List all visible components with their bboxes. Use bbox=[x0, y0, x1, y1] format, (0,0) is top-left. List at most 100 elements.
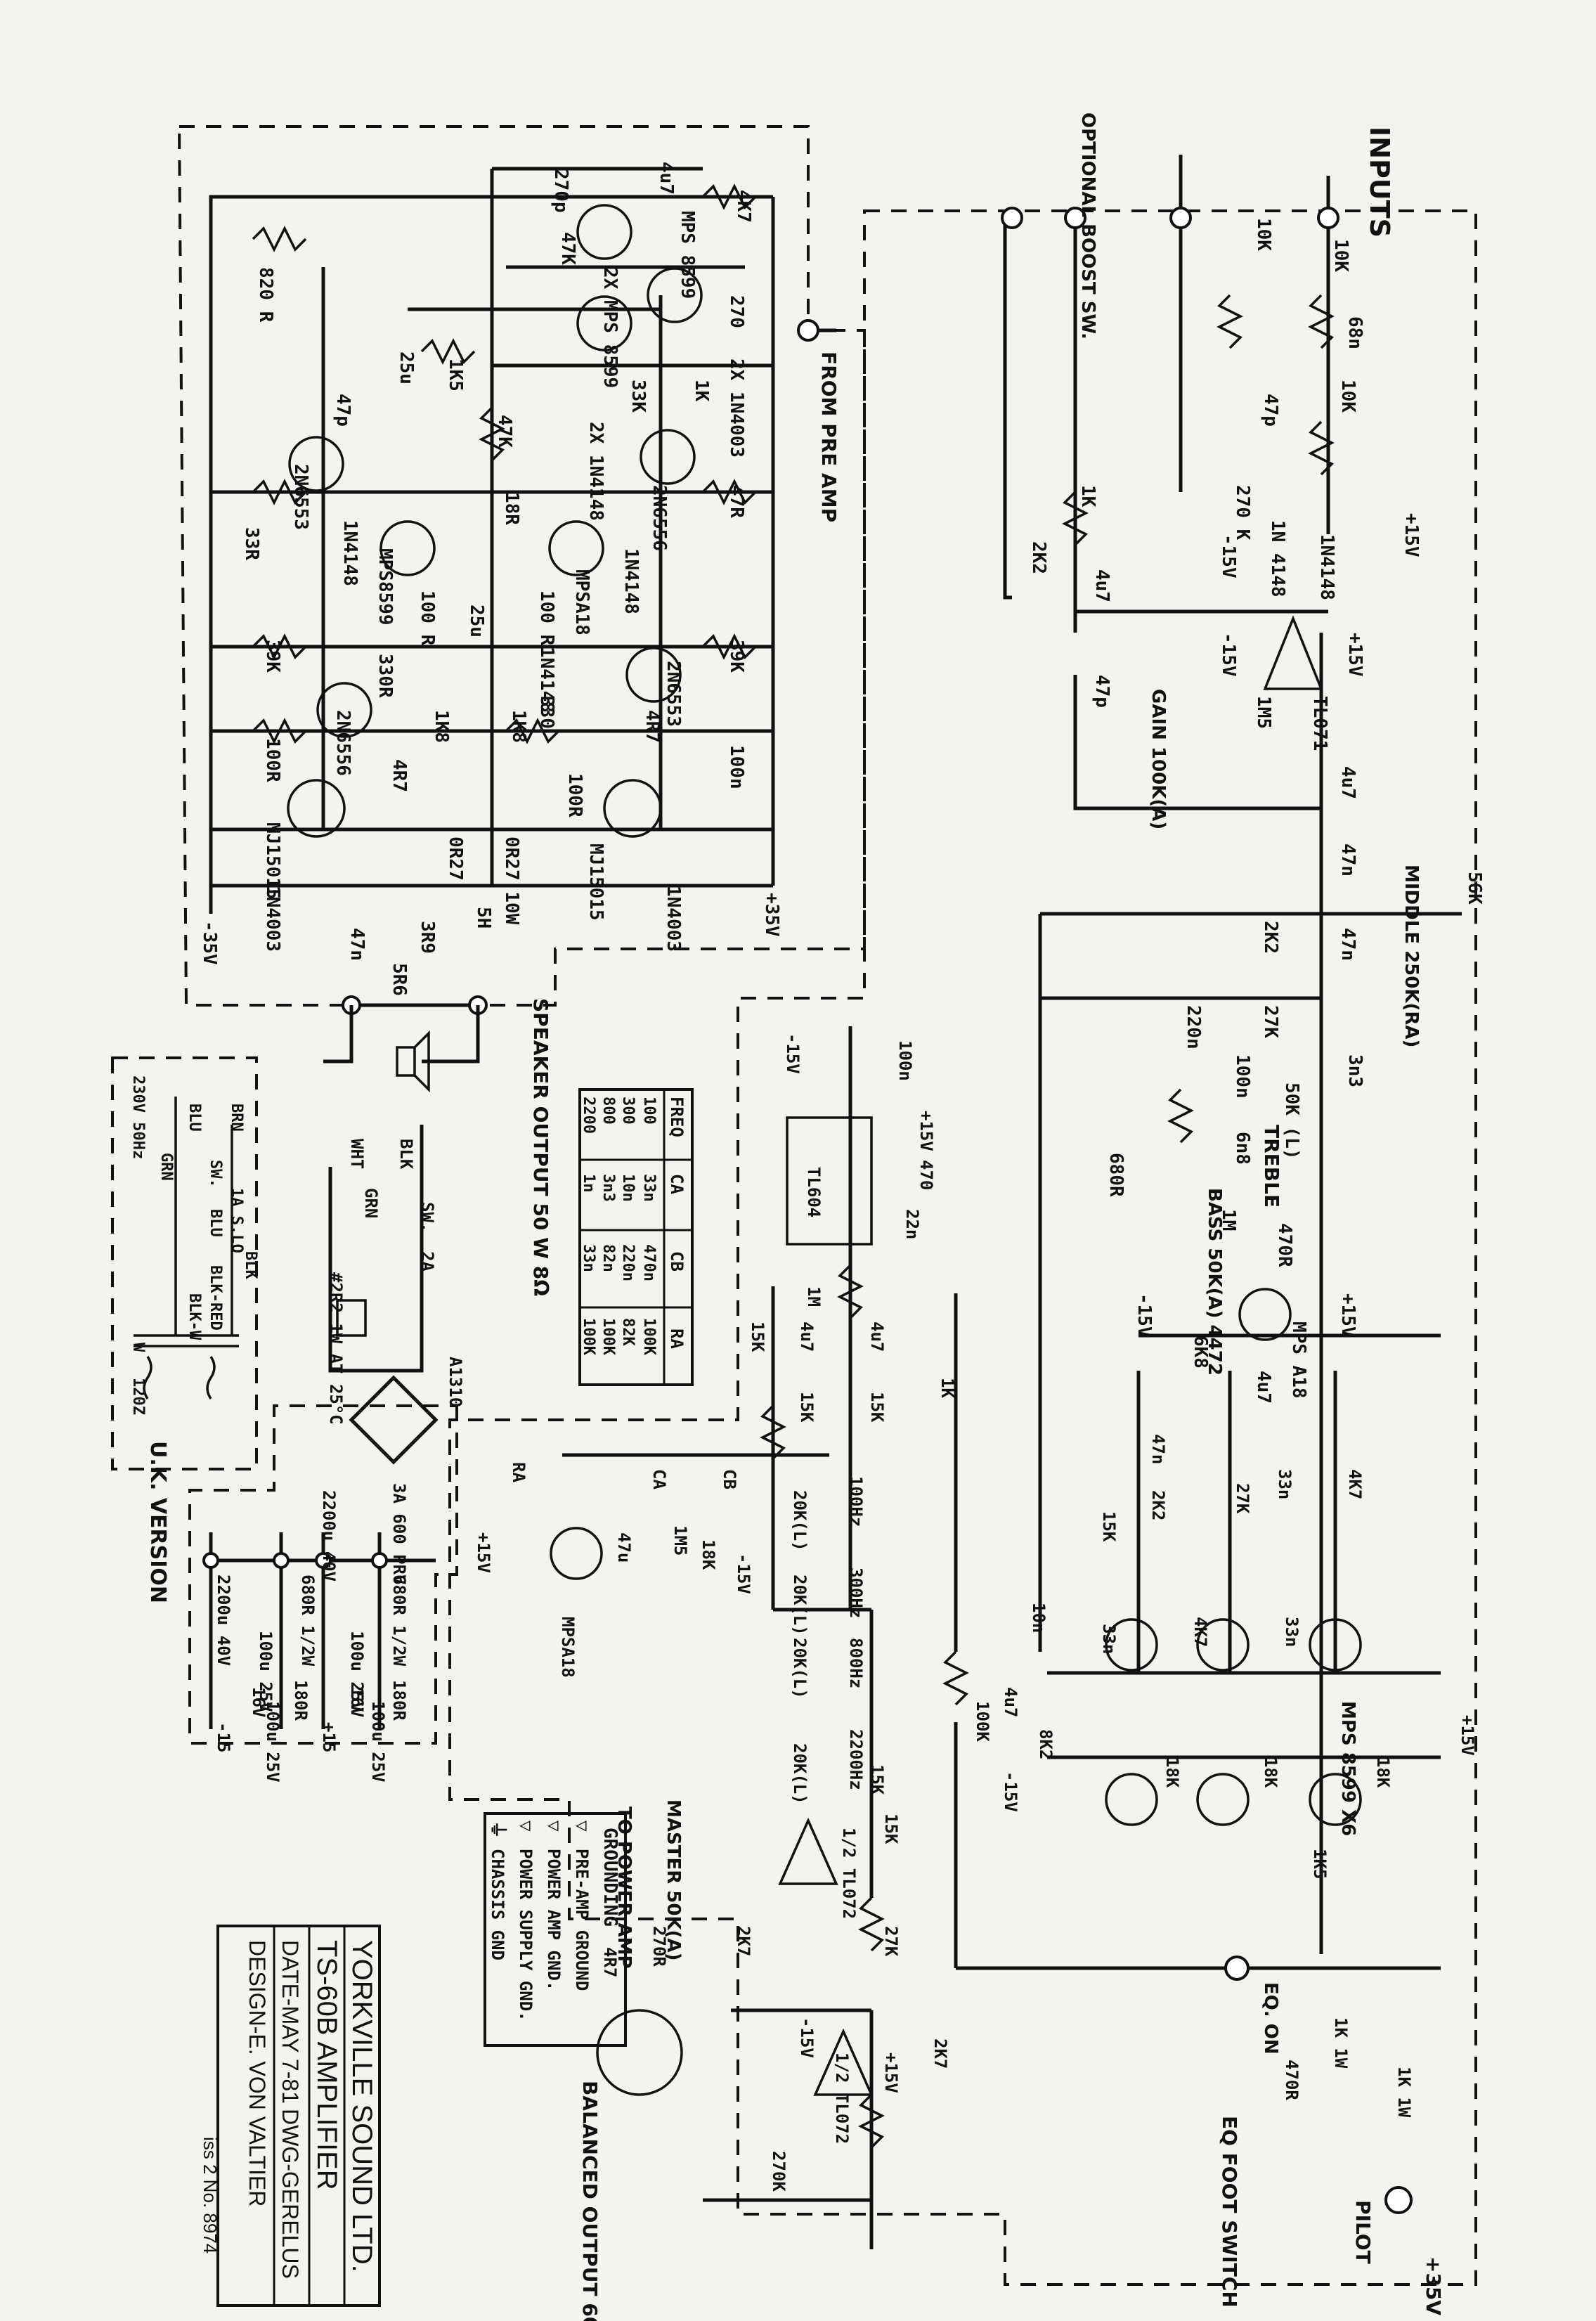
eq-table-header-cb: CB bbox=[667, 1251, 687, 1272]
eq-table-cell: 100 bbox=[640, 1097, 658, 1125]
component-label: 1K5 bbox=[445, 358, 466, 392]
tone-label: 47n bbox=[1337, 843, 1358, 877]
gain-label: GAIN 100K(A) bbox=[1148, 689, 1169, 829]
uk-label: 1A S.LO bbox=[228, 1188, 245, 1253]
component-label: 1N4148 bbox=[536, 647, 557, 713]
component-label: 330 bbox=[536, 696, 557, 729]
uk-label: BRN bbox=[228, 1104, 245, 1132]
psu-label: BLK bbox=[396, 1139, 416, 1170]
psu-label: 100u 25V bbox=[256, 1631, 275, 1712]
output-label: 27K bbox=[881, 1926, 901, 1957]
tone-label: 220n bbox=[1183, 1005, 1204, 1049]
component-label: MPS 8599 bbox=[677, 211, 698, 299]
effects-label: 100K bbox=[973, 1701, 992, 1742]
component-label: 2N6553 bbox=[663, 661, 684, 727]
component-label: 100R bbox=[564, 773, 585, 817]
tone-label: 680R bbox=[1105, 1153, 1127, 1197]
psu-label: 180R bbox=[389, 1680, 409, 1721]
legend-symbol-4: ⏚ bbox=[487, 1821, 508, 1839]
effects-label: 1K 1W bbox=[1331, 2017, 1351, 2069]
psu-label: 3A 600 PRV bbox=[389, 1483, 409, 1585]
psu-label: 100u 25V bbox=[263, 1701, 283, 1783]
component-label: 39K bbox=[262, 640, 283, 673]
eq-label: 15K bbox=[748, 1321, 767, 1352]
power-amp-wiring bbox=[209, 167, 836, 914]
legend-title: GROUNDING bbox=[599, 1828, 621, 1927]
effects-label: 2K2 bbox=[1148, 1490, 1168, 1520]
bass-label: BASS 50K(A) 4472 bbox=[1204, 1188, 1225, 1376]
boost-switch-label: OPTIONAL BOOST SW. bbox=[1077, 112, 1098, 340]
component-label: 33R bbox=[241, 527, 262, 560]
eq-label: 22n bbox=[902, 1209, 922, 1239]
component-label: 1N4148 bbox=[621, 548, 642, 614]
tone-label: 100n bbox=[1232, 1054, 1253, 1099]
eq-label: 4u7 bbox=[867, 1321, 887, 1352]
legend-item-4: CHASSIS GND bbox=[488, 1849, 507, 1960]
psu-label: 2200u 40V bbox=[319, 1490, 339, 1582]
component-label: 33K bbox=[628, 380, 649, 413]
component-label: 100n bbox=[726, 745, 747, 789]
uk-label: BLK-W bbox=[186, 1293, 203, 1340]
mps-x6-label: MPS 8599 X6 bbox=[1337, 1701, 1358, 1836]
preamp-wiring bbox=[562, 155, 1462, 2249]
eq-table-header-freq: FREQ bbox=[667, 1097, 687, 1137]
eq-table-header-ca: CA bbox=[667, 1174, 687, 1194]
component-label: 2N6556 bbox=[649, 485, 670, 551]
component-label: 25u bbox=[396, 351, 417, 384]
inputs-label: INPUTS bbox=[1364, 127, 1395, 238]
jacks bbox=[596, 207, 1413, 2214]
tone-label: 3n3 bbox=[1344, 1054, 1365, 1087]
rail-neg35-label: -35V bbox=[199, 921, 220, 965]
input-label: +15V bbox=[1344, 633, 1365, 677]
title-company: YORKVILLE SOUND LTD. bbox=[346, 1940, 377, 2272]
component-label: 25u bbox=[466, 605, 487, 638]
effects-label: 1K5 bbox=[1310, 1849, 1330, 1879]
eq-label: +15V bbox=[474, 1532, 493, 1573]
eq-label: 20K(L) bbox=[790, 1575, 810, 1636]
psu-label: 16V bbox=[249, 1687, 268, 1717]
eq-table-cell: 2200 bbox=[580, 1097, 597, 1134]
input-label: 10K bbox=[1330, 239, 1351, 272]
eq-table-cell: 10n bbox=[619, 1174, 637, 1202]
legend-item-3: POWER SUPPLY GND. bbox=[516, 1849, 536, 2022]
psu-label: A1310 bbox=[446, 1357, 465, 1407]
eq-label: 100n bbox=[895, 1040, 915, 1081]
psu-label: +15 bbox=[319, 1722, 339, 1752]
uk-label: 120Z bbox=[129, 1378, 147, 1415]
effects-label: 18K bbox=[1162, 1757, 1182, 1788]
input-label: 1N 4148 bbox=[1267, 520, 1288, 597]
psu-label: WHT bbox=[347, 1139, 367, 1169]
speaker-output bbox=[323, 995, 488, 1093]
title-date: DATE-MAY 7-81 bbox=[278, 1940, 303, 2104]
legend-symbol-3: ▽ bbox=[515, 1821, 536, 1832]
effects-label: 8K2 bbox=[1036, 1729, 1056, 1759]
eq-label: CA bbox=[649, 1469, 669, 1489]
eq-label: TL604 bbox=[804, 1167, 824, 1217]
eq-table-cell: 800 bbox=[599, 1097, 617, 1125]
input-label: 270 K bbox=[1232, 485, 1253, 541]
effects-label: 470R bbox=[1282, 2060, 1302, 2100]
component-label: 4R7 bbox=[642, 710, 663, 743]
psu-label: 100u 25V bbox=[368, 1701, 388, 1783]
eq-label: 1/2 TL072 bbox=[839, 1828, 859, 1919]
eq-label: 15K bbox=[797, 1392, 817, 1423]
uk-transformer bbox=[134, 1097, 239, 1399]
eq-label: 470 bbox=[916, 1160, 936, 1190]
psu-label: -15 bbox=[214, 1722, 233, 1752]
eq-label: 15K bbox=[881, 1814, 901, 1844]
component-label: 1K8 bbox=[508, 710, 529, 743]
input-label: 68n bbox=[1344, 316, 1365, 349]
eq-on-label: EQ. ON bbox=[1260, 1982, 1281, 2055]
eq-label: 47u bbox=[614, 1532, 634, 1563]
component-label: 5R6 bbox=[389, 963, 410, 996]
psu-label: #2R2 1W AT 25°C bbox=[326, 1272, 346, 1425]
eq-label: 100Hz bbox=[846, 1476, 866, 1527]
output-label: 2K7 bbox=[930, 2038, 950, 2069]
master-label: MASTER 50K(A) bbox=[663, 1799, 684, 1961]
effects-label: 33n bbox=[1282, 1617, 1302, 1647]
preamp-boundary bbox=[448, 209, 1477, 2286]
uk-label: BLK bbox=[242, 1251, 259, 1279]
eq-label: 15K bbox=[867, 1764, 887, 1795]
eq-label: 1M bbox=[804, 1286, 824, 1307]
eq-table-cell: 33n bbox=[640, 1174, 658, 1202]
